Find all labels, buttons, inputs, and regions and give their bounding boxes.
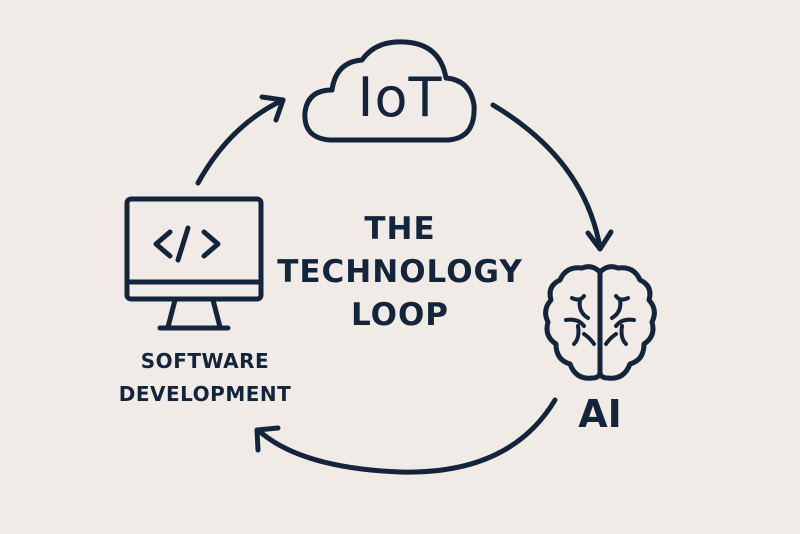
monitor-code-icon bbox=[124, 196, 264, 331]
iot-label: IoT bbox=[357, 66, 443, 129]
title-line-2: TECHNOLOGY bbox=[277, 254, 523, 290]
diagram-title: THE TECHNOLOGY LOOP bbox=[250, 208, 550, 337]
cloud-icon bbox=[302, 39, 477, 143]
software-development-label: SOFTWARE DEVELOPMENT bbox=[90, 345, 320, 411]
title-line-3: LOOP bbox=[350, 297, 450, 333]
arrow-software-to-iot bbox=[195, 94, 286, 186]
ai-label: AI bbox=[578, 392, 622, 436]
arrow-iot-to-ai bbox=[490, 102, 614, 252]
title-line-1: THE bbox=[364, 211, 436, 247]
arrow-ai-to-software bbox=[254, 397, 558, 475]
software-label-line-2: DEVELOPMENT bbox=[118, 382, 292, 406]
brain-icon bbox=[543, 264, 657, 381]
software-label-line-1: SOFTWARE bbox=[140, 349, 270, 373]
